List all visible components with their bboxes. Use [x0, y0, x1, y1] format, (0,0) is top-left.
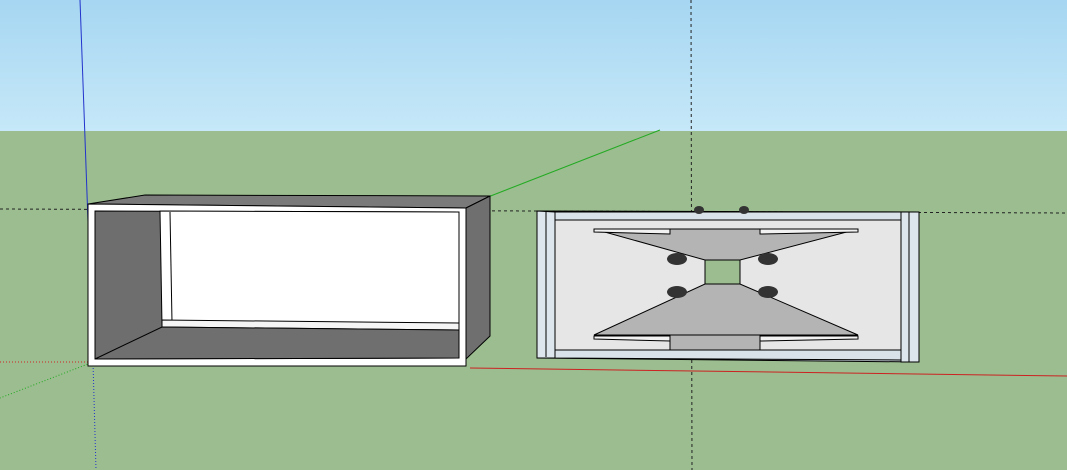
green-axis	[487, 129, 661, 198]
driver-top-left	[667, 253, 687, 265]
box-floor	[94, 326, 460, 360]
horn-top-rail	[554, 211, 902, 221]
driver-top-right	[758, 253, 778, 265]
bracket-top-left	[593, 228, 671, 235]
driver-top-mount-right	[739, 206, 749, 214]
box-back-panel	[159, 210, 460, 331]
box-right-face	[465, 195, 491, 361]
blue-axis-negative	[92, 361, 97, 470]
driver-bottom-right	[758, 286, 778, 298]
horn-enclosure[interactable]	[536, 206, 920, 363]
horn-bottom-pillar	[669, 334, 761, 351]
bracket-bottom-right	[759, 335, 859, 342]
horn-bottom-rail	[554, 349, 902, 361]
driver-bottom-left	[667, 286, 687, 298]
bracket-top-right	[759, 228, 859, 235]
open-box-enclosure[interactable]	[87, 194, 491, 367]
horn-right-panel	[900, 211, 920, 363]
red-axis	[469, 367, 1067, 377]
box-back-edge	[169, 211, 173, 323]
bracket-bottom-left	[593, 335, 671, 342]
driver-top-mount-left	[694, 206, 704, 214]
horn-bottom-flare	[593, 283, 859, 336]
sky	[0, 0, 1067, 131]
horn-throat	[704, 259, 741, 285]
